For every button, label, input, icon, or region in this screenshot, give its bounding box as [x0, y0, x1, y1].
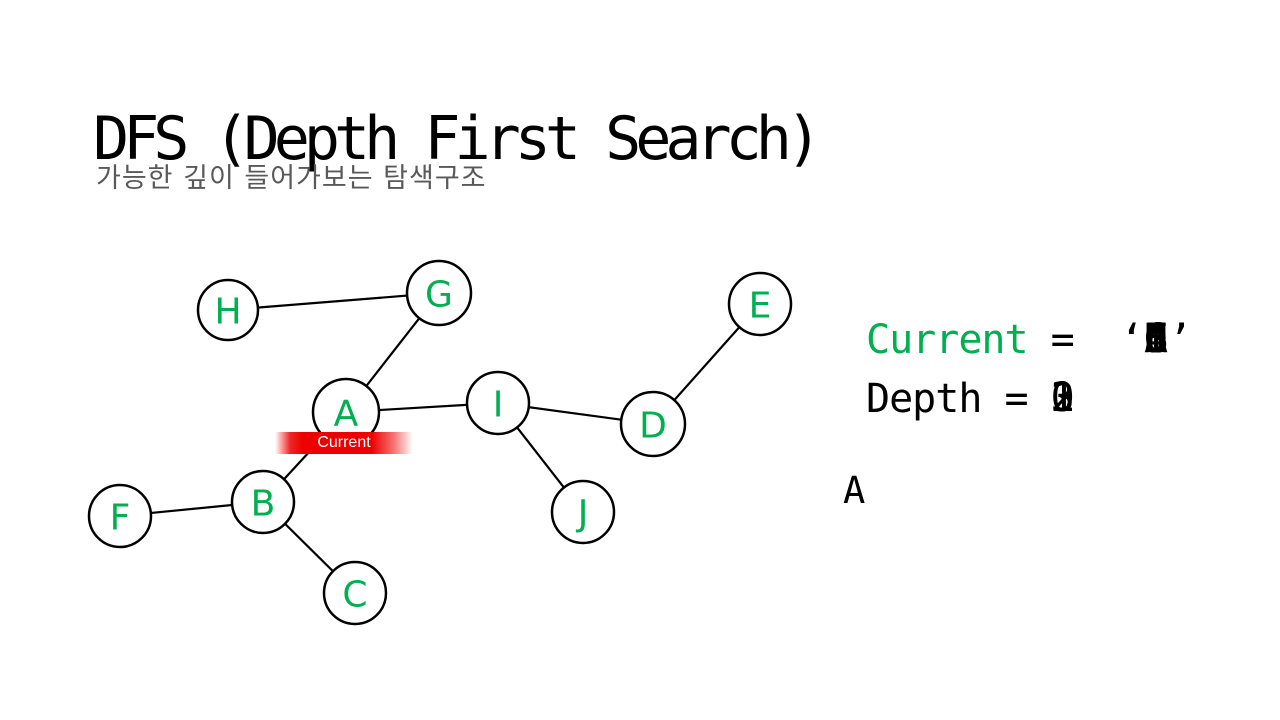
- graph-node-label-D: D: [639, 406, 667, 447]
- graph-node-label-F: F: [110, 498, 131, 539]
- overlapped-char: H: [1143, 316, 1169, 363]
- slide-subtitle: 가능한 깊이 들어가보는 탐색구조: [96, 163, 487, 194]
- current-equals-sign: =: [1027, 317, 1120, 363]
- graph-edge-G-H: [227, 291, 440, 312]
- graph-node-I: [465, 370, 531, 436]
- current-banner-label: Current: [317, 434, 371, 451]
- close-quote: ’: [1168, 317, 1193, 363]
- visited-order-trace: A: [843, 469, 866, 512]
- graph-node-label-J: J: [576, 494, 589, 535]
- graph-node-label-G: G: [425, 275, 453, 316]
- graph-node-E: [727, 271, 793, 337]
- overlapped-char: G: [1143, 316, 1169, 363]
- overlapped-char: D: [1143, 316, 1169, 363]
- overlapped-char: 3: [1050, 375, 1075, 422]
- graph-node-F: [87, 483, 153, 549]
- graph-node-J: [550, 479, 616, 545]
- graph-node-label-I: I: [493, 385, 504, 426]
- graph-node-D: [619, 390, 687, 458]
- overlapped-char: I: [1143, 316, 1169, 363]
- depth-status-label: Depth: [866, 376, 982, 422]
- graph-node-label-B: B: [251, 484, 276, 525]
- overlapped-char: B: [1143, 316, 1169, 363]
- graph-node-B: [230, 469, 296, 535]
- current-node-banner: Current: [275, 432, 413, 454]
- graph-node-label-A: A: [334, 394, 359, 435]
- overlapped-char: F: [1143, 316, 1169, 363]
- overlapped-char: A: [1143, 316, 1169, 363]
- overlapped-char: C: [1143, 316, 1169, 363]
- graph-node-label-E: E: [749, 286, 772, 327]
- graph-node-label-C: C: [342, 575, 367, 616]
- overlapped-char: 2: [1050, 375, 1075, 422]
- graph-node-C: [322, 560, 388, 626]
- overlapped-char: J: [1143, 316, 1169, 363]
- depth-equals-sign: =: [981, 376, 1051, 422]
- current-status-label: Current: [866, 317, 1029, 363]
- graph-node-G: [405, 259, 473, 327]
- graph-node-label-H: H: [214, 292, 241, 333]
- overlapped-char: 0: [1050, 375, 1075, 422]
- graph-node-H: [196, 278, 260, 342]
- open-quote: ‘: [1119, 317, 1144, 363]
- overlapped-char: 1: [1050, 375, 1075, 422]
- overlapped-char: E: [1143, 316, 1169, 363]
- slide-title: DFS (Depth First Search): [93, 104, 822, 175]
